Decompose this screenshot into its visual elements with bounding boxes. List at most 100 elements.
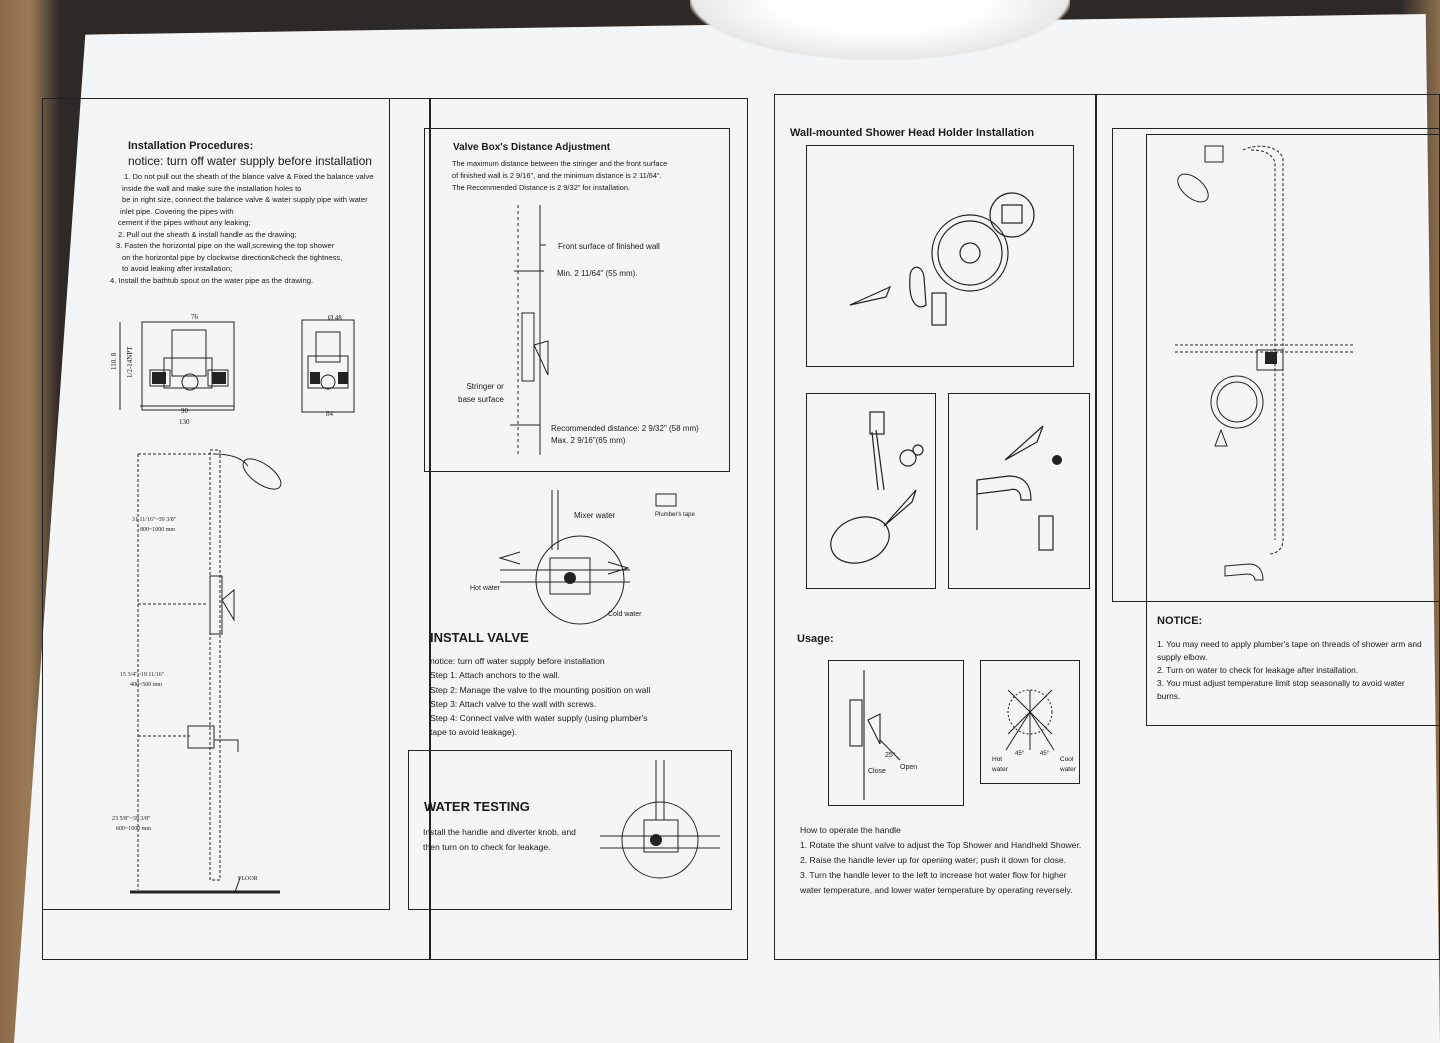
step-line: 1. Do not pull out the sheath of the bla… [124, 172, 374, 181]
angle-25-label: 25° [885, 752, 896, 759]
step-line: cement if the pipes without any leaking; [118, 218, 251, 227]
text-line: of finished wall is 2 9/16", and the min… [452, 171, 662, 180]
notice-frame [1146, 134, 1440, 726]
cold-water-label: Cold water [608, 611, 642, 618]
text-line: 1. Rotate the shunt valve to adjust the … [800, 840, 1082, 850]
trim-drawing-frame [806, 145, 1074, 367]
step-line: Step 2: Manage the valve to the mounting… [430, 684, 651, 695]
trim-plate-drawing [849, 192, 1035, 326]
notice-line: supply elbow. [1157, 652, 1208, 662]
dim-84: 84 [326, 410, 333, 418]
recommended-label: Recommended distance: 2 9/32" (58 mm) Ma… [551, 423, 699, 447]
plumbers-tape-label: Plumber's tape [655, 512, 695, 518]
angle-45-left: 45° [1015, 751, 1025, 757]
dim-npt: 1/2-14NPT [126, 346, 134, 379]
height-spout: 23 5/8"~39 3/8" [112, 816, 151, 822]
text-line: base surface [458, 395, 504, 404]
notice-line: 2. Turn on water to check for leakage af… [1157, 665, 1359, 675]
valve-box-frame [424, 128, 730, 472]
dim-76: 76 [191, 313, 198, 321]
instruction-sheet [14, 14, 1440, 1043]
dim-130: 130 [179, 418, 190, 426]
how-title: How to operate the handle [800, 825, 901, 835]
water-testing-drawing [600, 760, 720, 879]
panel-wall-mounted [774, 94, 1096, 960]
text-line: Recommended distance: 2 9/32" (58 mm) [551, 424, 699, 433]
step-line: 4. Install the bathtub spout on the wate… [110, 275, 314, 285]
step-line: tape to avoid leakage). [430, 727, 517, 738]
text-line: Max. 2 9/16"(65 mm) [551, 436, 626, 445]
dim-48: Ø 48 [328, 314, 342, 322]
installation-heading: Installation Procedures: [128, 140, 254, 152]
step-line: Step 4: Connect valve with water supply … [430, 713, 648, 724]
wall-mounted-title: Wall-mounted Shower Head Holder Installa… [790, 127, 1035, 139]
text-line: then turn on to check for leakage. [423, 842, 551, 852]
installation-steps: 1. Do not pull out the sheath of the bla… [110, 171, 374, 286]
notice-items: 1. You may need to apply plumber's tape … [1157, 638, 1422, 703]
text-line: Stringer or [466, 382, 504, 391]
height-spout-mm: 600~1000 mm [116, 826, 152, 832]
step-line: inlet pipe. Covering the pipes with [120, 206, 234, 216]
step-line: to avoid leaking after installation; [122, 264, 233, 273]
angle-45-right: 45° [1040, 751, 1050, 757]
text-line: water [1060, 766, 1076, 773]
text-line: Hot [992, 756, 1003, 763]
water-testing-text: Install the handle and diverter knob, an… [423, 825, 576, 855]
min-distance-label: Min. 2 11/64" (55 mm). [557, 269, 638, 278]
temperature-dial-drawing [1005, 689, 1055, 751]
notice-title: NOTICE: [1157, 615, 1203, 627]
close-label: Close [868, 768, 886, 775]
text-line: The maximum distance between the stringe… [452, 159, 668, 168]
step-line: inside the wall and make sure the instal… [122, 183, 302, 193]
valve-dimension-drawing [119, 319, 355, 413]
panel-valve [430, 98, 748, 960]
step-line: on the horizontal pipe by clockwise dire… [122, 252, 343, 262]
tub-spout-drawing [976, 425, 1062, 551]
water-testing-frame [408, 750, 732, 910]
step-line: 2. Pull out the sheath & install handle … [118, 229, 297, 239]
how-to-operate: How to operate the handle 1. Rotate the … [800, 823, 1081, 898]
overview-frame [1112, 128, 1440, 602]
hot-water-label: Hot water [470, 585, 500, 592]
usage-lever-drawing [849, 670, 901, 800]
notice-line: burns. [1157, 691, 1181, 701]
step-line: 3. Fasten the horizontal pipe on the wal… [116, 241, 335, 250]
shower-height-drawing [130, 449, 282, 894]
step-line: be in right size, connect the balance va… [122, 195, 368, 204]
notice-line: 1. You may need to apply plumber's tape … [1157, 639, 1422, 649]
open-label: Open [900, 764, 918, 771]
step-line: Step 1: Attach anchors to the wall. [430, 670, 560, 681]
install-valve-steps: notice: turn off water supply before ins… [430, 654, 650, 740]
notice-line: 3. You must adjust temperature limit sto… [1157, 678, 1405, 688]
usage-temp-frame [980, 660, 1080, 784]
shower-arm-frame [806, 393, 936, 589]
text-line: 2. Raise the handle lever up for opening… [800, 855, 1067, 865]
cool-water-usage: Cool water [1060, 755, 1076, 775]
text-line: 3. Turn the handle lever to the left to … [800, 870, 1067, 880]
shower-arm-drawing [830, 411, 924, 564]
step-line: notice: turn off water supply before ins… [430, 656, 605, 666]
panel1-inner-frame [42, 98, 390, 910]
spout-frame [948, 393, 1090, 589]
valvebox-title: Valve Box's Distance Adjustment [453, 142, 611, 153]
text-line: The Recommended Distance is 2 9/32" for … [452, 183, 631, 192]
mixer-water-label: Mixer water [574, 511, 616, 520]
stringer-label: Stringer or base surface [458, 380, 504, 406]
install-valve-title: INSTALL VALVE [430, 630, 529, 645]
usage-title: Usage: [797, 633, 834, 645]
installation-notice: notice: turn off water supply before ins… [128, 154, 372, 168]
text-line: water temperature, and lower water tempe… [800, 885, 1073, 895]
shower-overview-drawing [1175, 145, 1355, 581]
dim-90: 90 [181, 407, 188, 415]
dim-110: 110. 8 [110, 352, 118, 370]
hot-water-usage: Hot water [992, 755, 1008, 775]
text-line: water [992, 766, 1008, 773]
step-line: Step 3: Attach valve to the wall with sc… [430, 698, 597, 709]
white-cloth [690, 0, 1070, 60]
height-valve: 15 3/4"~19 11/16" [120, 672, 165, 678]
valvebox-text: The maximum distance between the stringe… [452, 158, 667, 194]
text-line: Cool [1060, 756, 1074, 763]
height-top-mm: 800~1000 mm [140, 527, 176, 533]
panel-installation-procedures [42, 98, 430, 960]
height-top: 31 11/16"~39 3/8" [132, 517, 177, 523]
